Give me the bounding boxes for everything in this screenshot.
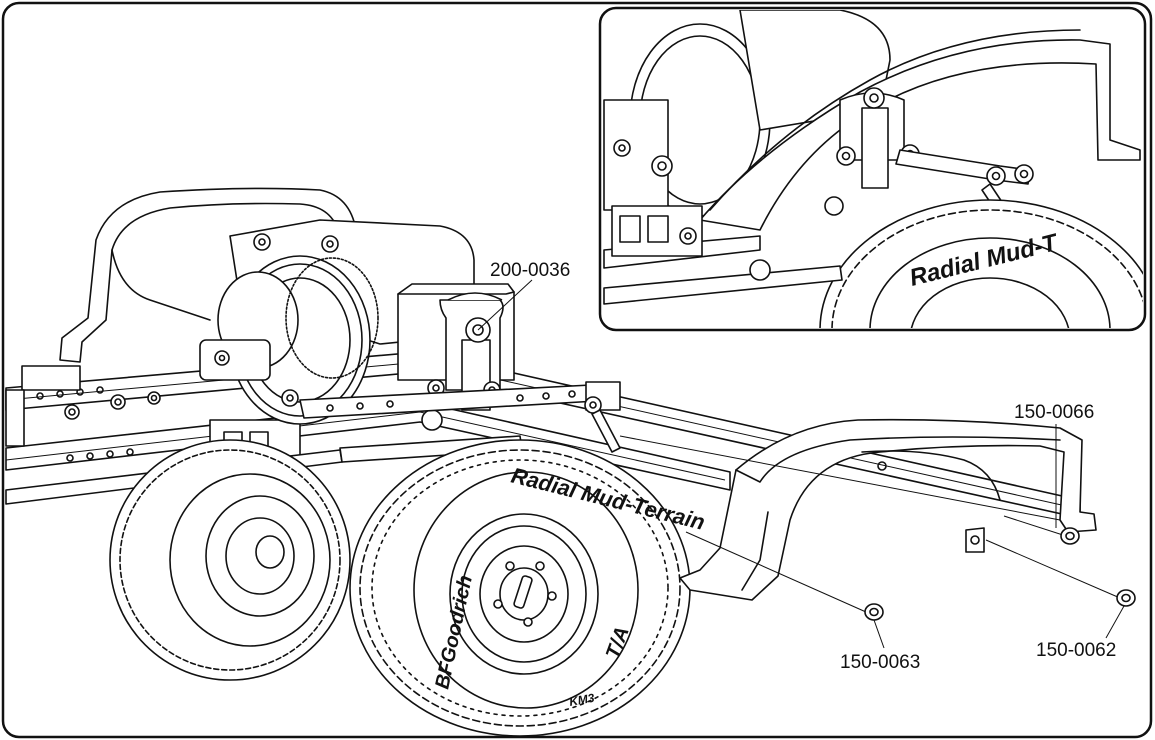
- front-tire: Radial Mud-Terrain BFGoodrich T/A KM3: [349, 439, 707, 737]
- leader-150-0062: [1105, 605, 1125, 639]
- transmission: [199, 219, 475, 425]
- chassis-assembly: Radial Mud-Terrain BFGoodrich T/A KM3: [5, 187, 1136, 737]
- screw-150-0062: [1116, 589, 1136, 607]
- rear-tire: [109, 439, 351, 681]
- detail-inset: Radial Mud-T: [598, 6, 1147, 332]
- tire-sidewall-km: KM3: [568, 691, 596, 709]
- explode-guides: [619, 435, 1121, 613]
- part-callouts: 200-0036 150-0066 150-0063 150-0062: [477, 260, 1125, 673]
- label-200-0036: 200-0036: [490, 260, 570, 281]
- screw-150-0066: [1060, 527, 1080, 545]
- label-150-0062: 150-0062: [1036, 640, 1116, 661]
- link-bar: [299, 381, 621, 453]
- leader-200-0036: [477, 279, 533, 331]
- rail-screws: [64, 391, 161, 420]
- spur-gear: [285, 257, 379, 379]
- label-150-0066: 150-0066: [1014, 402, 1094, 423]
- screw-150-0063: [864, 603, 884, 621]
- fender-flare: [679, 418, 1097, 601]
- label-150-0063: 150-0063: [840, 652, 920, 673]
- leader-150-0063: [873, 619, 885, 649]
